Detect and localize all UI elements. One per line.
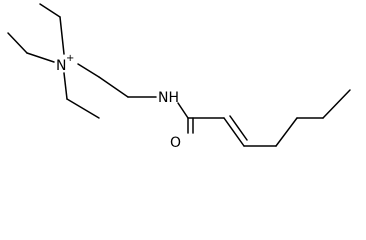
bond-nh-carbonyl: [177, 102, 189, 119]
bond-ethyl3-n: [63, 72, 68, 100]
bond-c6-c7: [322, 89, 351, 119]
carbonyl-oxygen-label: O: [170, 135, 181, 151]
bond-layer: [7, 3, 351, 147]
bond-bridge-2: [98, 76, 129, 98]
bond-ethyl3-ch3: [66, 98, 100, 119]
bond-ethyl1-ch3: [39, 3, 61, 18]
bond-c4-c5: [275, 117, 298, 147]
bond-bridge-1: [77, 63, 100, 78]
bond-ethyl2-ch3: [7, 32, 28, 54]
atom-label-layer: N + NH O: [56, 53, 181, 151]
positive-charge-label: +: [66, 53, 74, 64]
bond-c2-c3-double-a: [223, 117, 245, 147]
amide-nitrogen-label: NH: [158, 90, 179, 106]
bond-ethyl2-n: [26, 52, 55, 63]
ammonium-nitrogen-label: N: [56, 58, 66, 74]
chemical-structure: N + NH O: [7, 3, 351, 151]
bond-c2-c3-double-b: [229, 115, 248, 141]
structure-canvas: N + NH O: [7, 3, 351, 151]
bond-ethyl1-n: [59, 16, 65, 55]
